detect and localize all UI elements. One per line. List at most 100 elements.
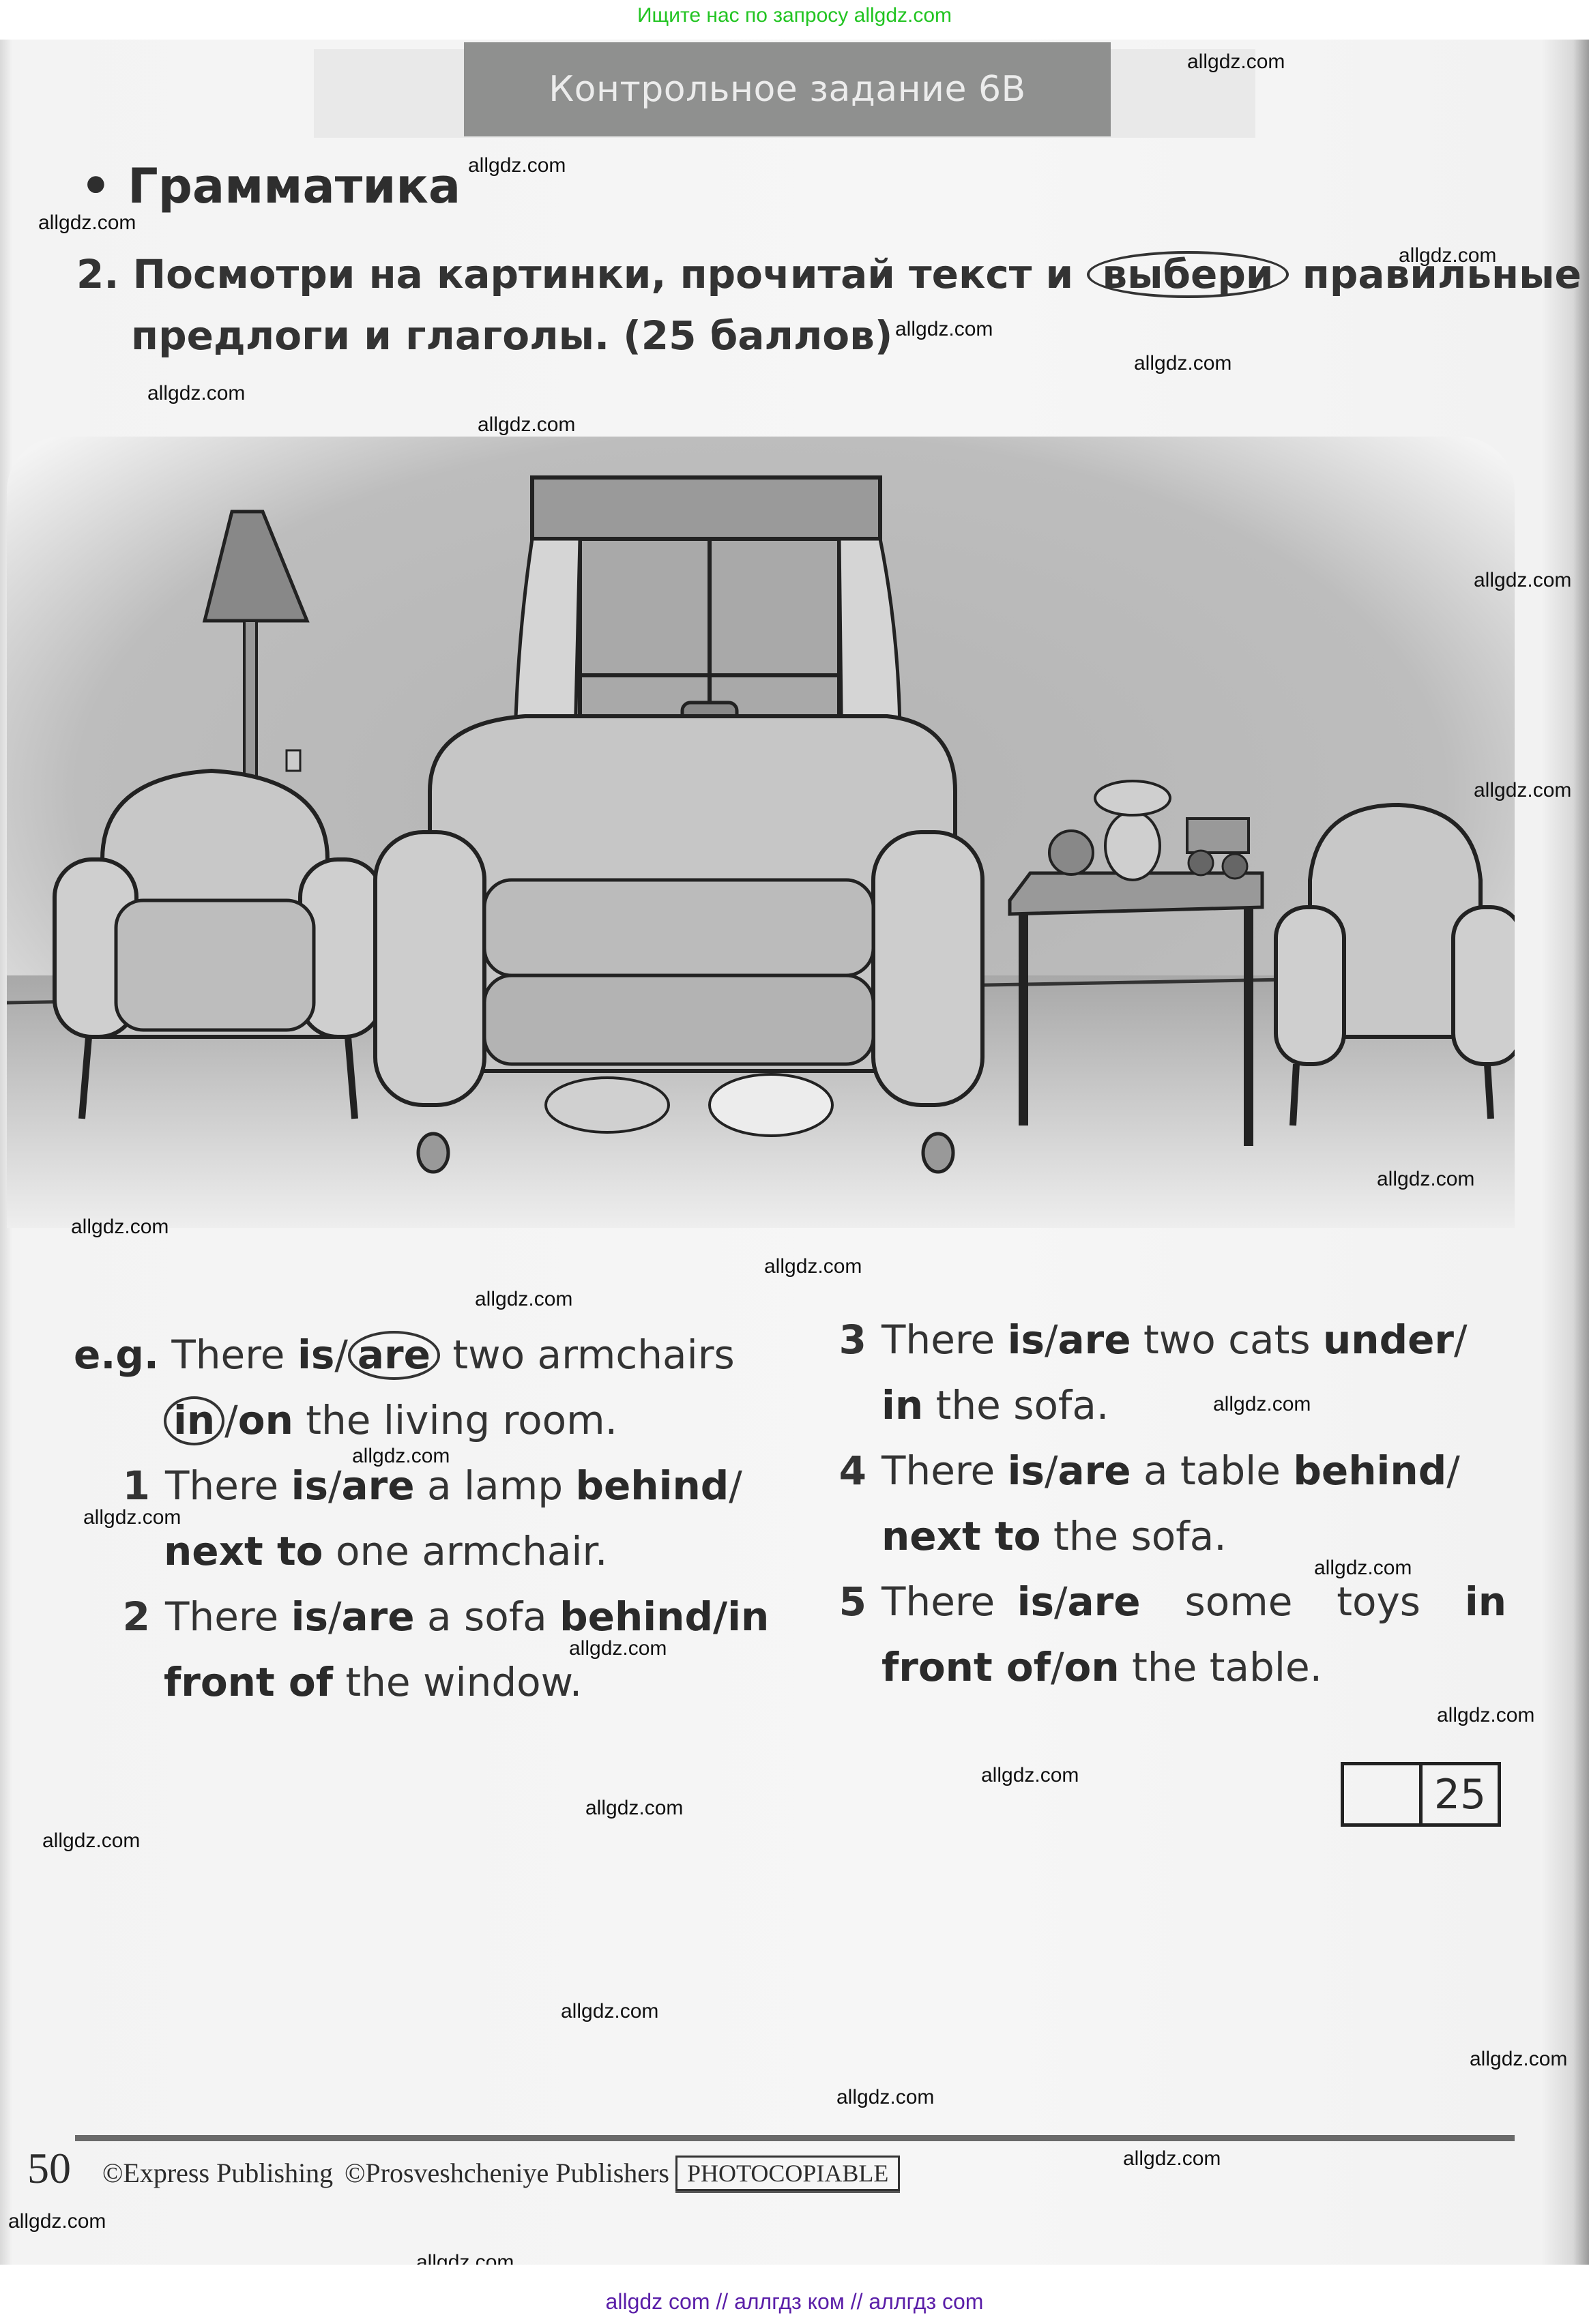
task-instruction-line-2: предлоги и глаголы. (25 баллов) [131,312,892,359]
option-is[interactable]: is [1017,1578,1054,1625]
separator: / [334,1332,348,1378]
sentence-text: There [165,1462,291,1509]
option-in[interactable]: in [881,1382,924,1428]
circled-option-are: are [347,1331,440,1380]
watermark-text: allgdz.com [1187,50,1285,73]
option-under[interactable]: under [1323,1317,1455,1363]
watermark-text: allgdz.com [71,1216,169,1238]
task-instruction-line-1: 2. Посмотри на картинки, прочитай текст … [76,251,1581,298]
sentence-text: the living room. [293,1397,618,1443]
watermark-text: allgdz.com [475,1288,573,1310]
option-is[interactable]: is [291,1593,328,1640]
publisher-prosveshcheniye: ©Prosveshcheniye Publishers [345,2158,669,2188]
armchair-right-icon [1274,802,1515,1126]
sentence-text: There [881,1317,1008,1363]
circled-option-in: in [164,1396,225,1445]
sentence-text: There [165,1593,291,1640]
option-next-to[interactable]: next to [881,1513,1041,1559]
score-earned-field[interactable] [1344,1765,1423,1823]
option-are[interactable]: are [1058,1447,1131,1494]
item-number: 2 [122,1593,150,1640]
item-number: 5 [839,1578,866,1625]
watermark-text: allgdz.com [569,1637,667,1660]
option-on: on [237,1397,293,1443]
option-behind[interactable]: behind [1293,1447,1447,1494]
armchair-left-icon [53,768,384,1119]
sentence-text: a sofa [414,1593,560,1640]
page-title: Контрольное задание 6B [549,69,1026,110]
watermark-text: allgdz.com [1314,1557,1412,1579]
option-is[interactable]: is [1007,1447,1045,1494]
sentence-text: There [881,1578,1017,1625]
option-next-to[interactable]: next to [164,1528,323,1574]
sentence-text: the sofa. [923,1382,1109,1428]
sentence-text: a table [1131,1447,1294,1494]
separator: / [224,1397,238,1443]
separator: / [1446,1447,1460,1494]
watermark-text: allgdz.com [352,1445,450,1467]
watermark-text: allgdz.com [1470,2048,1568,2070]
option-behind[interactable]: behind [575,1462,729,1509]
watermark-text: allgdz.com [8,2210,106,2233]
option-is[interactable]: is [291,1462,328,1509]
sofa-icon [373,714,985,1174]
bottom-watermark-text: allgdz com // аллгдз ком // аллгдз com [605,2289,984,2314]
watermark-text: allgdz.com [585,1797,684,1819]
item-number: 1 [122,1462,150,1509]
option-front-of[interactable]: front of [881,1644,1051,1690]
sentence-text: some toys [1140,1578,1465,1625]
option-are[interactable]: are [341,1462,415,1509]
score-box: 25 [1341,1762,1501,1827]
watermark-text: allgdz.com [83,1506,181,1529]
option-front-of[interactable]: front of [164,1659,333,1705]
option-in[interactable]: /in [712,1593,770,1640]
option-are[interactable]: are [1058,1317,1131,1363]
instruction-text: Посмотри на картинки, прочитай текст и [132,251,1074,297]
example-line-1: e.g. There is/are two armchairs [74,1322,735,1387]
watermark-text: allgdz.com [38,211,136,234]
watermark-text: allgdz.com [468,154,566,177]
sentence-text: the sofa. [1040,1513,1227,1559]
item-1-line-2: next to one armchair. [164,1518,607,1584]
bottom-watermark-bar: allgdz com // аллгдз ком // аллгдз com [0,2265,1589,2324]
option-are[interactable]: are [1067,1578,1141,1625]
sentence-text: the window. [332,1659,583,1705]
toys-icon [1048,780,1250,881]
task-number: 2. [76,251,119,297]
option-in[interactable]: in [1464,1578,1507,1625]
sentence-text: two armchairs [439,1332,735,1378]
section-title: Грамматика [128,158,461,214]
watermark-text: allgdz.com [1134,352,1232,374]
option-is: is [297,1332,335,1378]
item-4-line-2: next to the sofa. [881,1503,1227,1569]
watermark-text: allgdz.com [1437,1704,1535,1726]
top-watermark-bar: Ищите нас по запросу allgdz.com [0,0,1589,40]
example-label: e.g. [74,1332,159,1378]
separator: / [1454,1317,1468,1363]
item-2-line-2: front of the window. [164,1649,582,1715]
option-behind[interactable]: behind [559,1593,713,1640]
sentence-text: There [881,1447,1008,1494]
living-room-illustration [7,437,1515,1228]
publisher-express: ©Express Publishing [102,2158,334,2188]
item-number: 4 [839,1447,866,1494]
watermark-text: allgdz.com [42,1829,141,1852]
watermark-text: allgdz.com [147,382,246,405]
sentence-text: a lamp [414,1462,576,1509]
item-number: 3 [839,1317,866,1363]
bullet-icon: • [81,158,111,214]
watermark-text: allgdz.com [836,2086,935,2108]
option-on[interactable]: on [1064,1644,1120,1690]
option-is[interactable]: is [1007,1317,1045,1363]
circled-word: выбери [1087,251,1289,298]
watermark-text: allgdz.com [1474,779,1572,801]
sentence-text: There [171,1332,297,1378]
watermark-text: allgdz.com [1213,1393,1311,1415]
watermark-text: allgdz.com [1399,244,1497,267]
option-are[interactable]: are [341,1593,415,1640]
watermark-text: allgdz.com [764,1255,862,1278]
title-banner: Контрольное задание 6B [464,42,1111,136]
